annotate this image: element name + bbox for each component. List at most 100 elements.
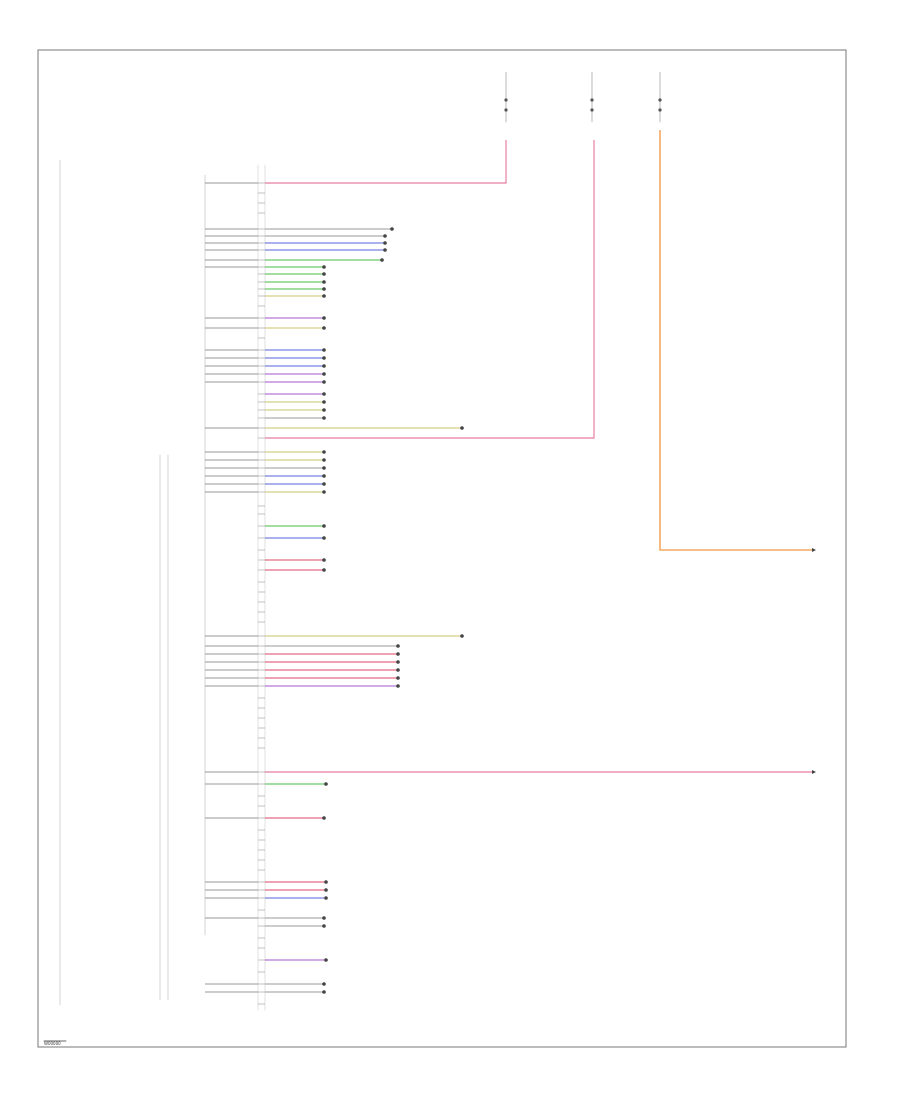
wire-terminal-icon bbox=[324, 880, 328, 884]
connector-pin-row bbox=[205, 227, 394, 231]
connector-pin-row bbox=[205, 880, 328, 884]
wire-terminal-icon bbox=[396, 668, 400, 672]
wire-pink-feed-2 bbox=[265, 140, 595, 439]
wire-terminal-icon bbox=[324, 782, 328, 786]
connector-pin-row bbox=[258, 287, 326, 291]
wire-terminal-icon bbox=[396, 684, 400, 688]
connector-pin-row bbox=[205, 684, 400, 688]
connector-pin-row bbox=[205, 916, 326, 920]
connector-pin-row bbox=[205, 241, 387, 245]
connector-pin-row bbox=[205, 660, 400, 664]
wire-terminal-icon bbox=[322, 982, 326, 986]
wire-terminal-icon bbox=[322, 916, 326, 920]
connector-pin-row bbox=[258, 416, 326, 420]
wire-terminal-icon bbox=[380, 258, 384, 262]
wire-terminal-icon bbox=[322, 356, 326, 360]
wire-terminal-icon bbox=[322, 416, 326, 420]
connector-pin-row bbox=[205, 380, 326, 384]
connector-pin-row bbox=[205, 474, 326, 478]
wire-terminal-icon bbox=[322, 287, 326, 291]
connector-pin-row bbox=[258, 280, 326, 284]
wire-terminal-icon bbox=[396, 676, 400, 680]
wire-terminal-icon bbox=[322, 816, 326, 820]
connector-pin-row bbox=[205, 364, 326, 368]
connector-pin-row bbox=[205, 326, 326, 330]
wire-terminal-icon bbox=[322, 568, 326, 572]
diagram-frame bbox=[37, 49, 847, 1048]
wire-terminal-icon bbox=[324, 888, 328, 892]
connector-pin-row bbox=[258, 400, 326, 404]
connector-pin-row bbox=[205, 982, 326, 986]
wire-terminal-icon bbox=[322, 408, 326, 412]
connector-pin-row bbox=[258, 958, 328, 962]
diagram-code: W00000 bbox=[44, 1041, 61, 1046]
connector-pin-row bbox=[205, 372, 326, 376]
wire-terminal-icon bbox=[322, 558, 326, 562]
connector-pin-row bbox=[205, 490, 326, 494]
wire-terminal-icon bbox=[322, 364, 326, 368]
wire-terminal-icon bbox=[322, 458, 326, 462]
wire-terminal-icon bbox=[396, 652, 400, 656]
connector-pin-row bbox=[205, 466, 326, 470]
connector-pin-row bbox=[205, 668, 400, 672]
wire-pink-feed-1 bbox=[265, 140, 507, 184]
wire-terminal-icon bbox=[322, 400, 326, 404]
connector-pin-row bbox=[258, 294, 326, 298]
wire-terminal-icon bbox=[322, 272, 326, 276]
wire-terminal-icon bbox=[322, 326, 326, 330]
wire-terminal-icon bbox=[322, 924, 326, 928]
wire-terminal-icon bbox=[322, 265, 326, 269]
fuse-icon bbox=[504, 108, 508, 112]
connector-pin-row bbox=[205, 458, 326, 462]
wire-terminal-icon bbox=[322, 316, 326, 320]
connector-pin-row bbox=[205, 234, 387, 238]
connector-pin-row bbox=[205, 348, 326, 352]
wire-terminal-icon bbox=[322, 990, 326, 994]
wire-terminal-icon bbox=[322, 380, 326, 384]
connector-pin-row bbox=[205, 316, 326, 320]
connector-pin-row bbox=[258, 408, 326, 412]
connector-pin-row bbox=[258, 924, 326, 928]
connector-pin-row bbox=[205, 816, 326, 820]
connector-pin-row bbox=[205, 248, 387, 252]
wire-terminal-icon bbox=[322, 490, 326, 494]
wire-terminal-icon bbox=[324, 896, 328, 900]
fuse-icon bbox=[590, 98, 594, 102]
wire-terminal-icon bbox=[322, 294, 326, 298]
fuse-icon bbox=[658, 98, 662, 102]
connector-pin-row bbox=[258, 392, 326, 396]
connector-pin-row bbox=[205, 482, 326, 486]
connector-pin-row bbox=[205, 896, 328, 900]
wire-terminal-icon bbox=[324, 958, 328, 962]
wire-orange-feed bbox=[659, 130, 812, 551]
wire-terminal-icon bbox=[322, 280, 326, 284]
wire-terminal-icon bbox=[390, 227, 394, 231]
connector-pin-row bbox=[205, 644, 400, 648]
wire-terminal-icon bbox=[322, 450, 326, 454]
wire-terminal-icon bbox=[383, 234, 387, 238]
wire-terminal-icon bbox=[322, 372, 326, 376]
connector-pin-row bbox=[258, 568, 326, 572]
wire-terminal-icon bbox=[383, 241, 387, 245]
fuse-icon bbox=[590, 108, 594, 112]
connector-pin-row bbox=[205, 265, 326, 269]
connector-pin-row bbox=[205, 652, 400, 656]
wire-terminal-icon bbox=[383, 248, 387, 252]
wire-terminal-icon bbox=[322, 482, 326, 486]
connector-pin-row bbox=[258, 536, 326, 540]
wire-terminal-icon bbox=[322, 466, 326, 470]
wire-terminal-icon bbox=[396, 660, 400, 664]
connector-pin-row bbox=[258, 272, 326, 276]
wire-terminal-icon bbox=[322, 474, 326, 478]
fuse-icon bbox=[504, 98, 508, 102]
connector-pin-row bbox=[205, 888, 328, 892]
wire-terminal-icon bbox=[460, 426, 464, 430]
connector-pin-row bbox=[205, 782, 328, 786]
connector-pin-row bbox=[205, 258, 384, 262]
connector-pin-row bbox=[205, 356, 326, 360]
wire-terminal-icon bbox=[322, 392, 326, 396]
module-label-box bbox=[42, 1012, 232, 1026]
wire-terminal-icon bbox=[460, 634, 464, 638]
connector-pin-row bbox=[205, 990, 326, 994]
